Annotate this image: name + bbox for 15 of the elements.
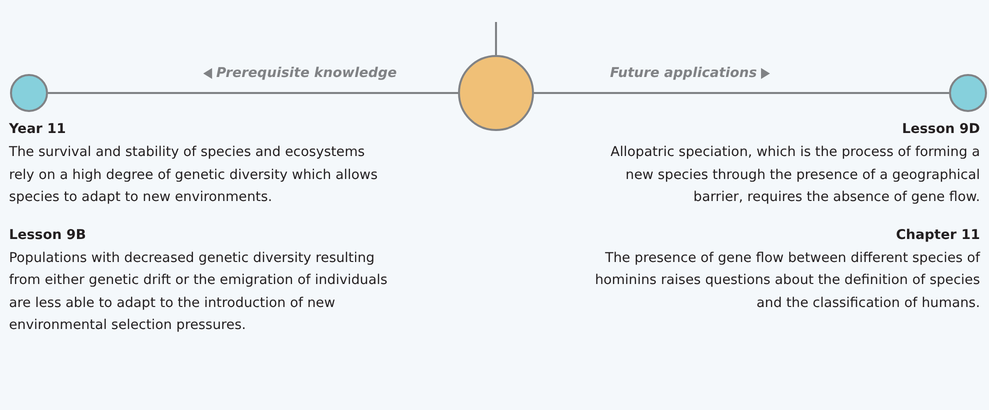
connector-line <box>495 22 497 55</box>
description-text: Allopatric speciation, which is the process of forming a new species through the presence of a geographical barrier, requires the absence of gene flow. <box>610 143 980 207</box>
timeline-circle <box>10 74 48 112</box>
edge-label: Future applications <box>610 65 770 81</box>
connector-line <box>534 92 949 94</box>
connector-line <box>48 92 458 94</box>
description-text: Populations with decreased genetic diversity resulting from either genetic drift or the emigration of individuals are less able to adapt to the introduction of new environmental selection pressures. <box>9 248 388 335</box>
section-heading: Year 11 <box>9 121 67 137</box>
section-heading: Lesson 9D <box>900 121 980 137</box>
section-heading: Chapter 11 <box>894 226 980 242</box>
timeline-circle <box>949 74 987 112</box>
section-heading: Lesson 9B <box>9 226 88 242</box>
description-text: The survival and stability of species and ecosystems rely on a high degree of genetic diversity which allows species to adapt to new environments. <box>9 143 379 207</box>
description-text: The presence of gene flow between different species of hominins raises questions about the definition of species and the classification of humans. <box>594 248 980 312</box>
edge-label: Prerequisite knowledge <box>203 65 397 81</box>
